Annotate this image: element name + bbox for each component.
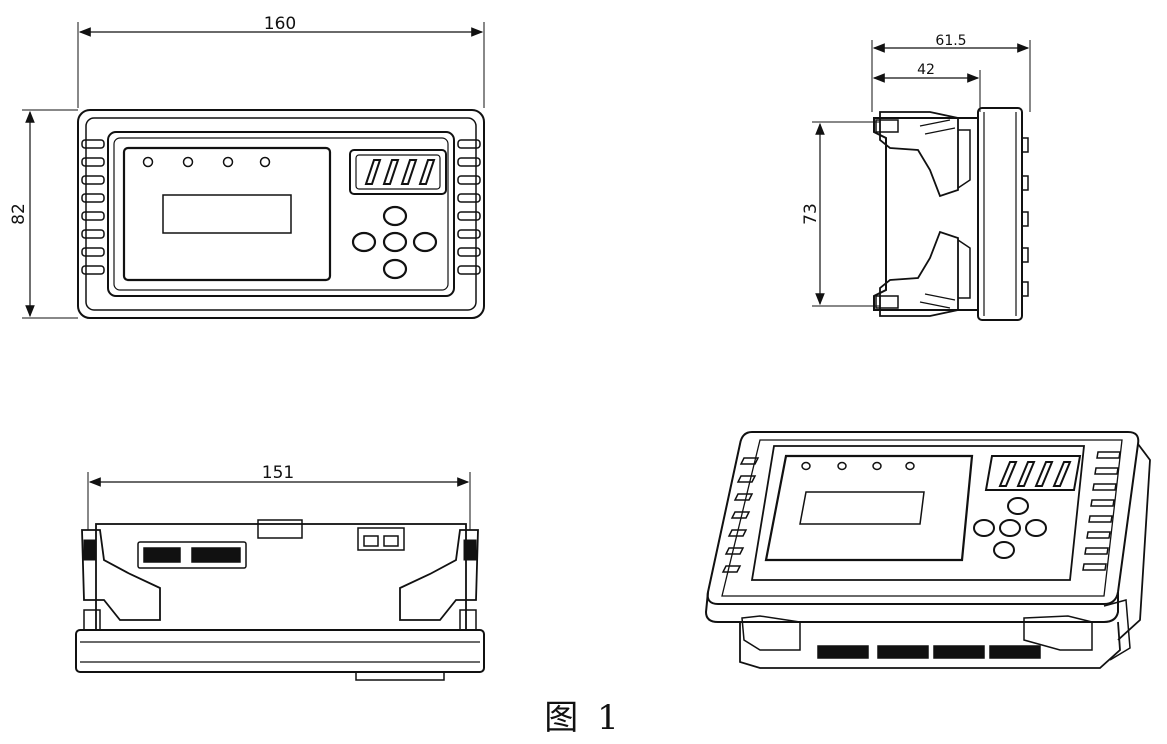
iso-housing — [706, 431, 1140, 605]
technical-drawing: 160 82 — [9, 14, 1151, 681]
iso-keypad-buttons — [973, 497, 1047, 559]
figure-caption: 图 1 — [544, 698, 623, 738]
label-area — [349, 149, 447, 195]
front-view — [22, 22, 485, 319]
bottom-connectors — [137, 527, 405, 569]
dim-label-61-5: 61.5 — [935, 33, 966, 49]
isometric-view — [704, 431, 1151, 669]
lcd-screen — [162, 194, 292, 234]
iso-display-window — [764, 454, 974, 562]
iso-right-vents — [1082, 451, 1121, 571]
bottom-left-clip — [81, 529, 161, 621]
face-panel — [107, 131, 455, 297]
front-housing — [77, 109, 485, 319]
dim-label-151: 151 — [262, 463, 294, 483]
led-indicators — [142, 156, 271, 168]
lower-clip — [879, 230, 959, 317]
iso-led-indicators — [801, 461, 915, 471]
iso-face-panel — [750, 445, 1085, 581]
upper-clip — [879, 111, 959, 198]
keypad-buttons — [351, 205, 438, 280]
side-body — [873, 117, 979, 311]
iso-label-area — [984, 455, 1082, 491]
label-slashes — [364, 159, 436, 185]
bottom-bezel — [75, 629, 485, 673]
dim-label-42: 42 — [917, 62, 935, 78]
left-vent-fins — [81, 139, 105, 275]
bottom-view — [75, 472, 485, 681]
bottom-right-clip — [399, 529, 479, 621]
iso-left-vents — [721, 457, 760, 573]
display-window — [122, 146, 332, 282]
bottom-body — [95, 523, 467, 631]
dim-label-82: 82 — [9, 203, 29, 225]
side-view — [812, 40, 1031, 321]
dim-label-73: 73 — [801, 203, 821, 225]
dim-label-160: 160 — [264, 14, 296, 34]
iso-lcd-screen — [799, 491, 925, 525]
right-vent-fins — [457, 139, 481, 275]
iso-bottom-connectors — [817, 645, 1041, 659]
